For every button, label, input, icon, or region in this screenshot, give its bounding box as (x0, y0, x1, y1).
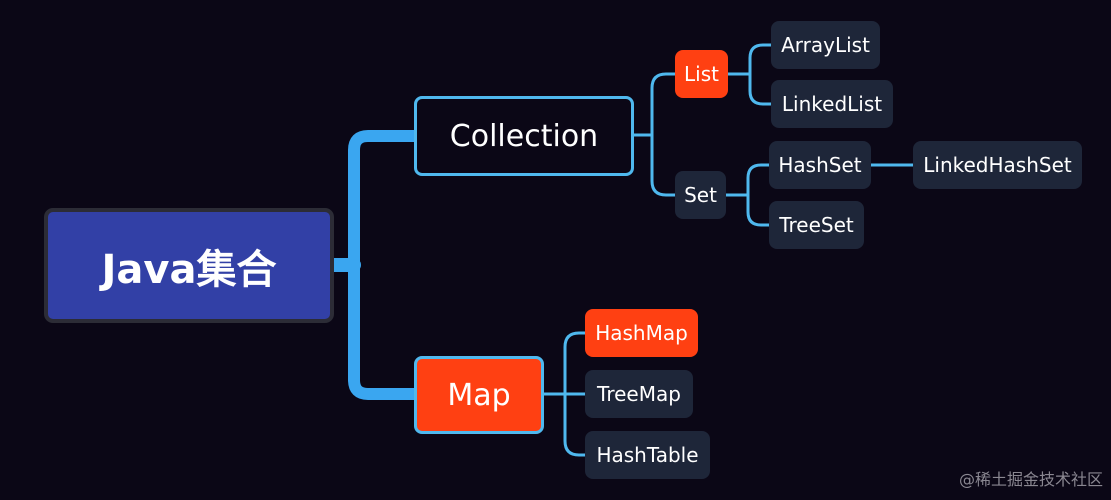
hashset-node: HashSet (769, 141, 871, 189)
map-to-hashmap-line (542, 331, 587, 396)
root-to-map-line (348, 259, 420, 400)
linkedhashset-node: LinkedHashSet (913, 141, 1082, 189)
map-node: Map (414, 356, 544, 434)
root-node: Java集合 (44, 208, 334, 323)
list-to-arraylist-line (726, 43, 773, 76)
collection-node: Collection (414, 96, 634, 176)
linkedlist-node: LinkedList (771, 80, 893, 128)
watermark: @稀土掘金技术社区 (958, 470, 1103, 489)
arraylist-node: ArrayList (771, 21, 880, 69)
set-to-treeset-line (746, 193, 771, 227)
root-to-collection-line (348, 130, 420, 271)
list-to-linkedlist-line (748, 72, 773, 106)
treeset-node: TreeSet (769, 201, 864, 249)
collection-to-list-line (632, 72, 677, 137)
set-node: Set (675, 171, 726, 219)
list-node: List (675, 50, 728, 98)
map-to-hashtable-line (563, 392, 587, 457)
treemap-node: TreeMap (585, 370, 693, 418)
hashtable-node: HashTable (585, 431, 710, 479)
hashmap-node: HashMap (585, 309, 698, 357)
set-to-hashset-line (724, 163, 771, 197)
collection-to-set-line (650, 133, 677, 197)
